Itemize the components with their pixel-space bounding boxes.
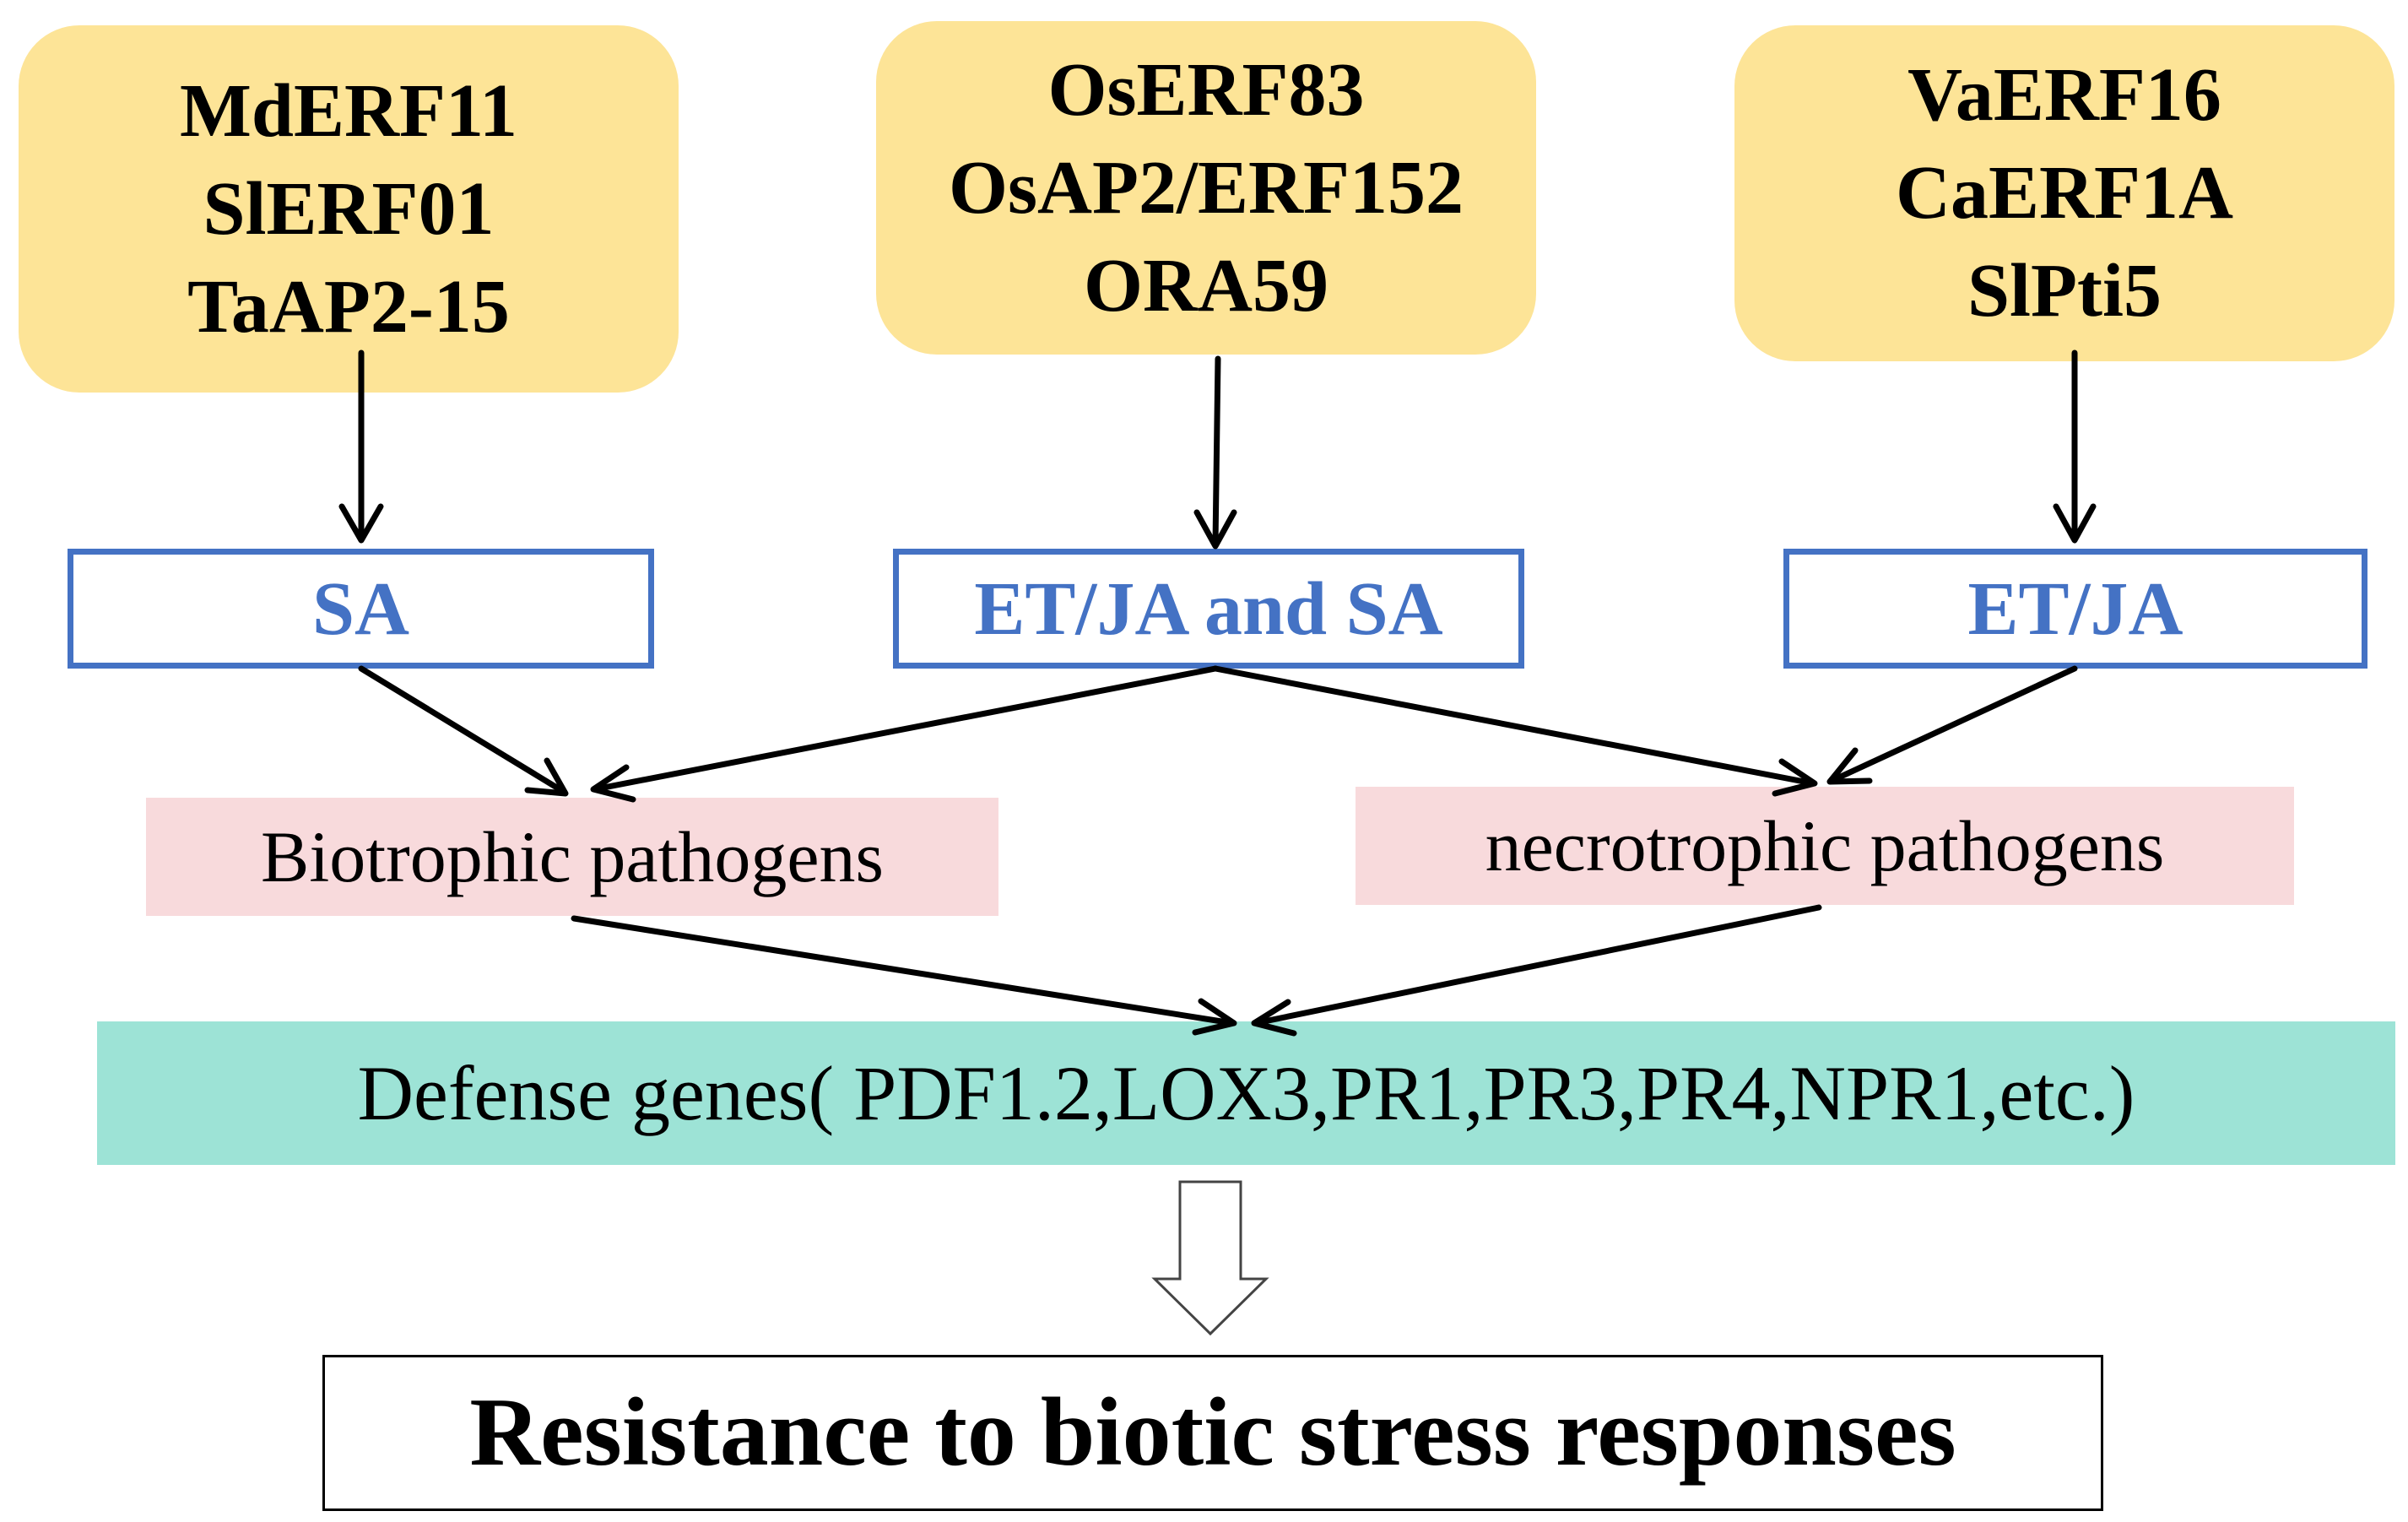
hormone-label: ET/JA and SA (974, 566, 1443, 651)
result-label: Resistance to biotic stress responses (469, 1378, 1956, 1487)
result-box: Resistance to biotic stress responses (322, 1355, 2103, 1511)
gene-label: ORA59 (1084, 243, 1328, 328)
gene-label: TaAP2-15 (187, 264, 510, 349)
pathogen-label: Biotrophic pathogens (260, 816, 885, 897)
arrowhead (1772, 758, 1818, 797)
gene-group-2: OsERF83 OsAP2/ERF152 ORA59 (876, 21, 1536, 355)
arrow-etja-to-necrotrophic (1828, 665, 2078, 784)
gene-label: MdERF11 (179, 68, 518, 153)
arrowhead (1826, 747, 1873, 785)
pathogen-box-necrotrophic: necrotrophic pathogens (1356, 787, 2294, 905)
arrowhead (2053, 503, 2097, 544)
defense-genes-box: Defense genes( PDF1.2,LOX3,PR1,PR3,PR4,N… (97, 1021, 2395, 1165)
gene-label: OsAP2/ERF152 (948, 145, 1464, 230)
gene-label: CaERF1A (1896, 151, 2233, 235)
arrow-biotrophic-to-defense (571, 915, 1236, 1026)
gene-group-1: MdERF11 SlERF01 TaAP2-15 (19, 25, 679, 393)
hormone-label: SA (311, 566, 410, 651)
gene-label: SlERF01 (203, 166, 495, 251)
arrow-sa-to-biotrophic (358, 665, 567, 795)
pathogen-label: necrotrophic pathogens (1485, 805, 2165, 886)
gene-label: OsERF83 (1047, 47, 1365, 132)
arrowhead (1193, 509, 1237, 550)
hormone-box-sa: SA (68, 549, 654, 669)
arrowhead (338, 503, 384, 544)
arrowhead (590, 764, 636, 803)
arrowhead (1251, 999, 1297, 1037)
pathogen-box-biotrophic: Biotrophic pathogens (146, 798, 998, 916)
hormone-label: ET/JA (1967, 566, 2183, 651)
arrow-etja-sa-to-necrotrophic (1212, 665, 1816, 787)
arrow-genes2-to-etja-sa (1212, 355, 1221, 548)
defense-genes-label: Defense genes( PDF1.2,LOX3,PR1,PR3,PR4,N… (357, 1050, 2135, 1136)
gene-group-3: VaERF16 CaERF1A SlPti5 (1734, 25, 2394, 361)
gene-label: SlPti5 (1967, 249, 2162, 333)
arrow-necrotrophic-to-defense (1253, 904, 1822, 1026)
arrowhead (524, 757, 569, 797)
hormone-box-et-ja: ET/JA (1783, 549, 2367, 669)
gene-label: VaERF16 (1907, 53, 2221, 137)
arrowhead (1192, 998, 1237, 1036)
hollow-down-arrow (1151, 1180, 1269, 1336)
hormone-box-et-ja-and-sa: ET/JA and SA (893, 549, 1524, 669)
arrow-etja-sa-to-biotrophic (592, 665, 1219, 793)
